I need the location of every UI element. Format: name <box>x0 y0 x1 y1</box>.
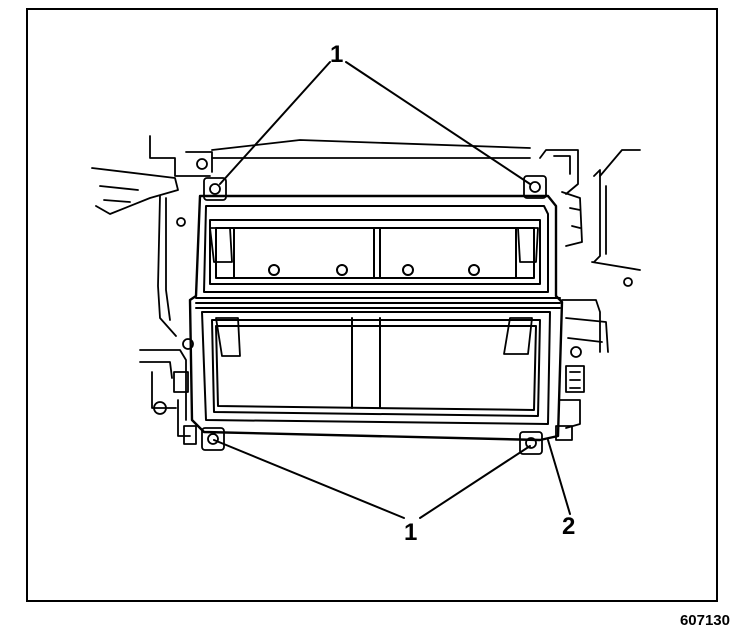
mounting-fastener-bottom-right <box>519 431 543 455</box>
hvac-module-housing <box>188 194 564 442</box>
figure-number: 607130 <box>679 612 730 629</box>
callout-2: 2 <box>562 513 575 540</box>
mounting-fastener-top-left <box>203 177 227 201</box>
leader-lines <box>213 61 571 519</box>
callout-1-top: 1 <box>330 41 343 68</box>
mounting-fastener-bottom-left <box>201 427 225 451</box>
diagram-frame <box>26 8 718 602</box>
mounting-fastener-top-right <box>523 175 547 199</box>
surrounding-structure <box>91 135 641 445</box>
callout-1-bottom: 1 <box>404 519 417 546</box>
